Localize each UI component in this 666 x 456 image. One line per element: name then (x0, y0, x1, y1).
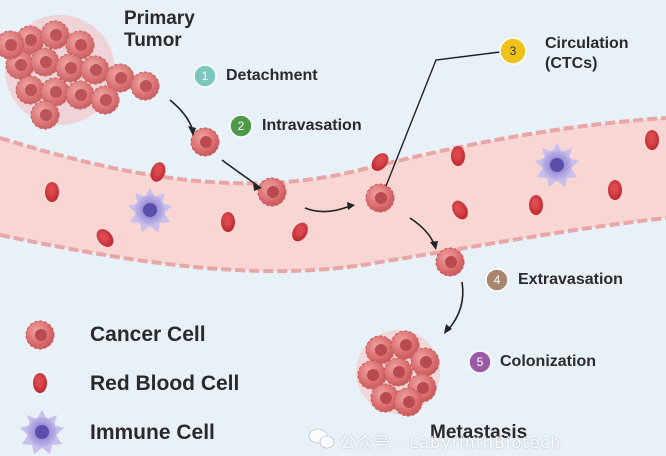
step-5-badge (468, 350, 492, 374)
primary-tumor-label: Primary Tumor (124, 8, 195, 51)
step-3-number: 3 (510, 44, 517, 58)
circulating-cancer-cell (365, 183, 395, 213)
step-2-number: 2 (238, 119, 245, 133)
step-3-label: Circulation (CTCs) (545, 35, 629, 72)
migration-arrows (169, 51, 501, 334)
legend-cancer-cell-label: Cancer Cell (90, 323, 206, 346)
watermark-text: 公众号 · LabyrinthBiotech (340, 433, 562, 452)
step-4-number: 4 (494, 273, 501, 287)
extravasating-cancer-cell (435, 247, 465, 277)
step-4-label: Extravasation (518, 271, 623, 288)
step-2-badge (229, 114, 253, 138)
step-4-badge (485, 268, 509, 292)
intravasating-cancer-cell (257, 177, 287, 207)
step-badges: 1 2 3 4 5 (193, 37, 527, 374)
legend-immune-cell-label: Immune Cell (90, 421, 215, 444)
step-1-label: Detachment (226, 67, 318, 84)
step-2-label: Intravasation (262, 117, 362, 134)
step-5-number: 5 (477, 355, 484, 369)
wechat-icon (308, 428, 335, 449)
immune-cell-icon (20, 410, 64, 454)
red-blood-cell-icon (33, 373, 47, 393)
blood-vessel (0, 116, 666, 274)
cancer-cell-icon (25, 320, 55, 350)
detaching-cancer-cell (190, 127, 220, 157)
step-1-number: 1 (202, 69, 209, 83)
step-3-badge (499, 37, 527, 65)
metastasis-label: Metastasis (430, 422, 528, 443)
step-1-badge (193, 64, 217, 88)
step-5-label: Colonization (500, 353, 596, 370)
metastasis-cluster (356, 330, 440, 417)
primary-tumor-cluster (0, 15, 160, 130)
legend-red-blood-cell-label: Red Blood Cell (90, 372, 240, 395)
